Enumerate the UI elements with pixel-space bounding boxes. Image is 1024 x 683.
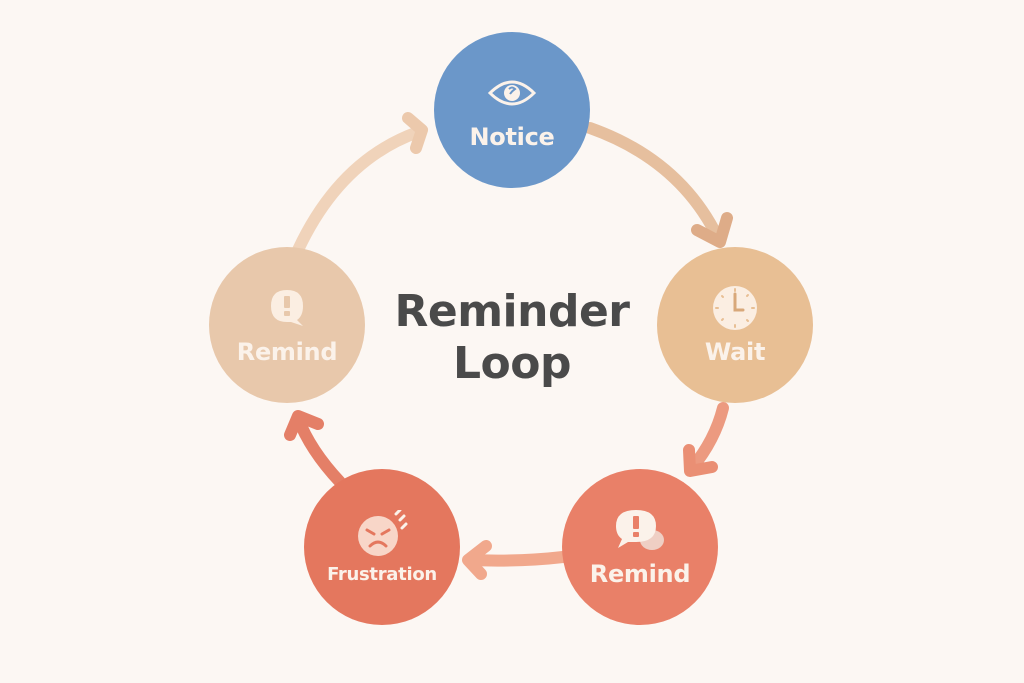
speech-bubbles-exclamation-icon <box>616 510 664 550</box>
node-label: Remind <box>236 338 338 366</box>
eye-icon <box>487 80 537 106</box>
title-line-2: Loop <box>453 338 572 389</box>
node-remind-left: Remind <box>209 247 365 403</box>
clock-icon <box>713 286 757 330</box>
arrow-frustration-to-remind <box>284 410 346 488</box>
node-label: Remind <box>589 560 691 588</box>
angry-face-icon <box>358 509 408 556</box>
diagram-title: Reminder Loop <box>362 286 662 390</box>
node-label: Wait <box>704 338 766 366</box>
title-line-1: Reminder <box>394 286 630 337</box>
arrow-remind-to-notice <box>292 112 428 256</box>
arrow-notice-to-wait <box>584 122 733 248</box>
node-remind-bottom: Remind <box>562 469 718 625</box>
arrow-wait-to-remind <box>683 402 729 477</box>
node-wait: Wait <box>657 247 813 403</box>
arrow-remind-to-frustration <box>462 540 569 580</box>
node-notice: Notice <box>434 32 590 188</box>
node-label: Notice <box>469 123 555 151</box>
speech-bubble-exclamation-icon <box>271 290 303 326</box>
node-label: Frustration <box>327 563 437 585</box>
node-frustration: Frustration <box>304 469 460 625</box>
